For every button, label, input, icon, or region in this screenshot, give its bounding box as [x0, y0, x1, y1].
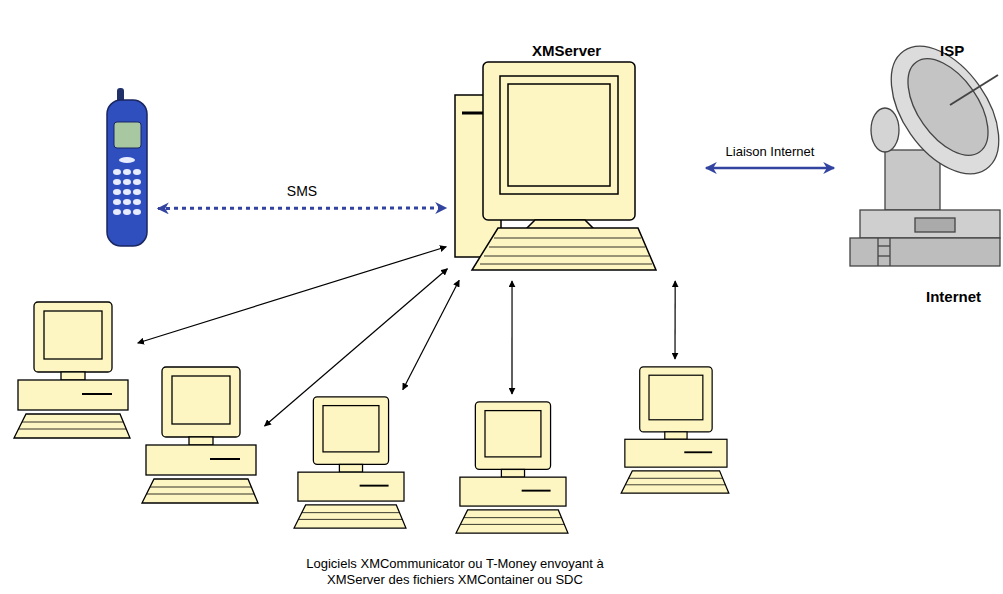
- client-computers: [14, 302, 729, 533]
- edge-label: Liaison Internet: [724, 144, 817, 159]
- mobile-phone: [107, 88, 147, 246]
- satellite-dish: [850, 27, 1003, 266]
- connector-arrow: [138, 247, 447, 343]
- server-title: XMServer: [532, 42, 601, 59]
- client-node: [452, 400, 572, 535]
- connector-arrow: [511, 281, 512, 394]
- client-node: [290, 395, 410, 530]
- internet-title: Internet: [926, 288, 981, 305]
- client-node: [12, 300, 132, 440]
- connector-arrow: [674, 281, 675, 359]
- connector-arrow: [158, 207, 446, 210]
- isp-node: ISP Internet: [840, 40, 1000, 310]
- connector-arrow: [403, 280, 459, 389]
- connector-arrow: [265, 269, 448, 426]
- client-node: [615, 365, 735, 495]
- server-node: XMServer: [452, 40, 700, 275]
- phone-node: [100, 90, 152, 250]
- server-computer: [455, 62, 656, 270]
- caption: Logiciels XMCommunicator ou T-Money envo…: [285, 556, 625, 588]
- isp-title: ISP: [940, 42, 964, 59]
- edge-label: SMS: [285, 183, 319, 199]
- client-node: [140, 365, 260, 505]
- connector-arrow: [706, 167, 834, 170]
